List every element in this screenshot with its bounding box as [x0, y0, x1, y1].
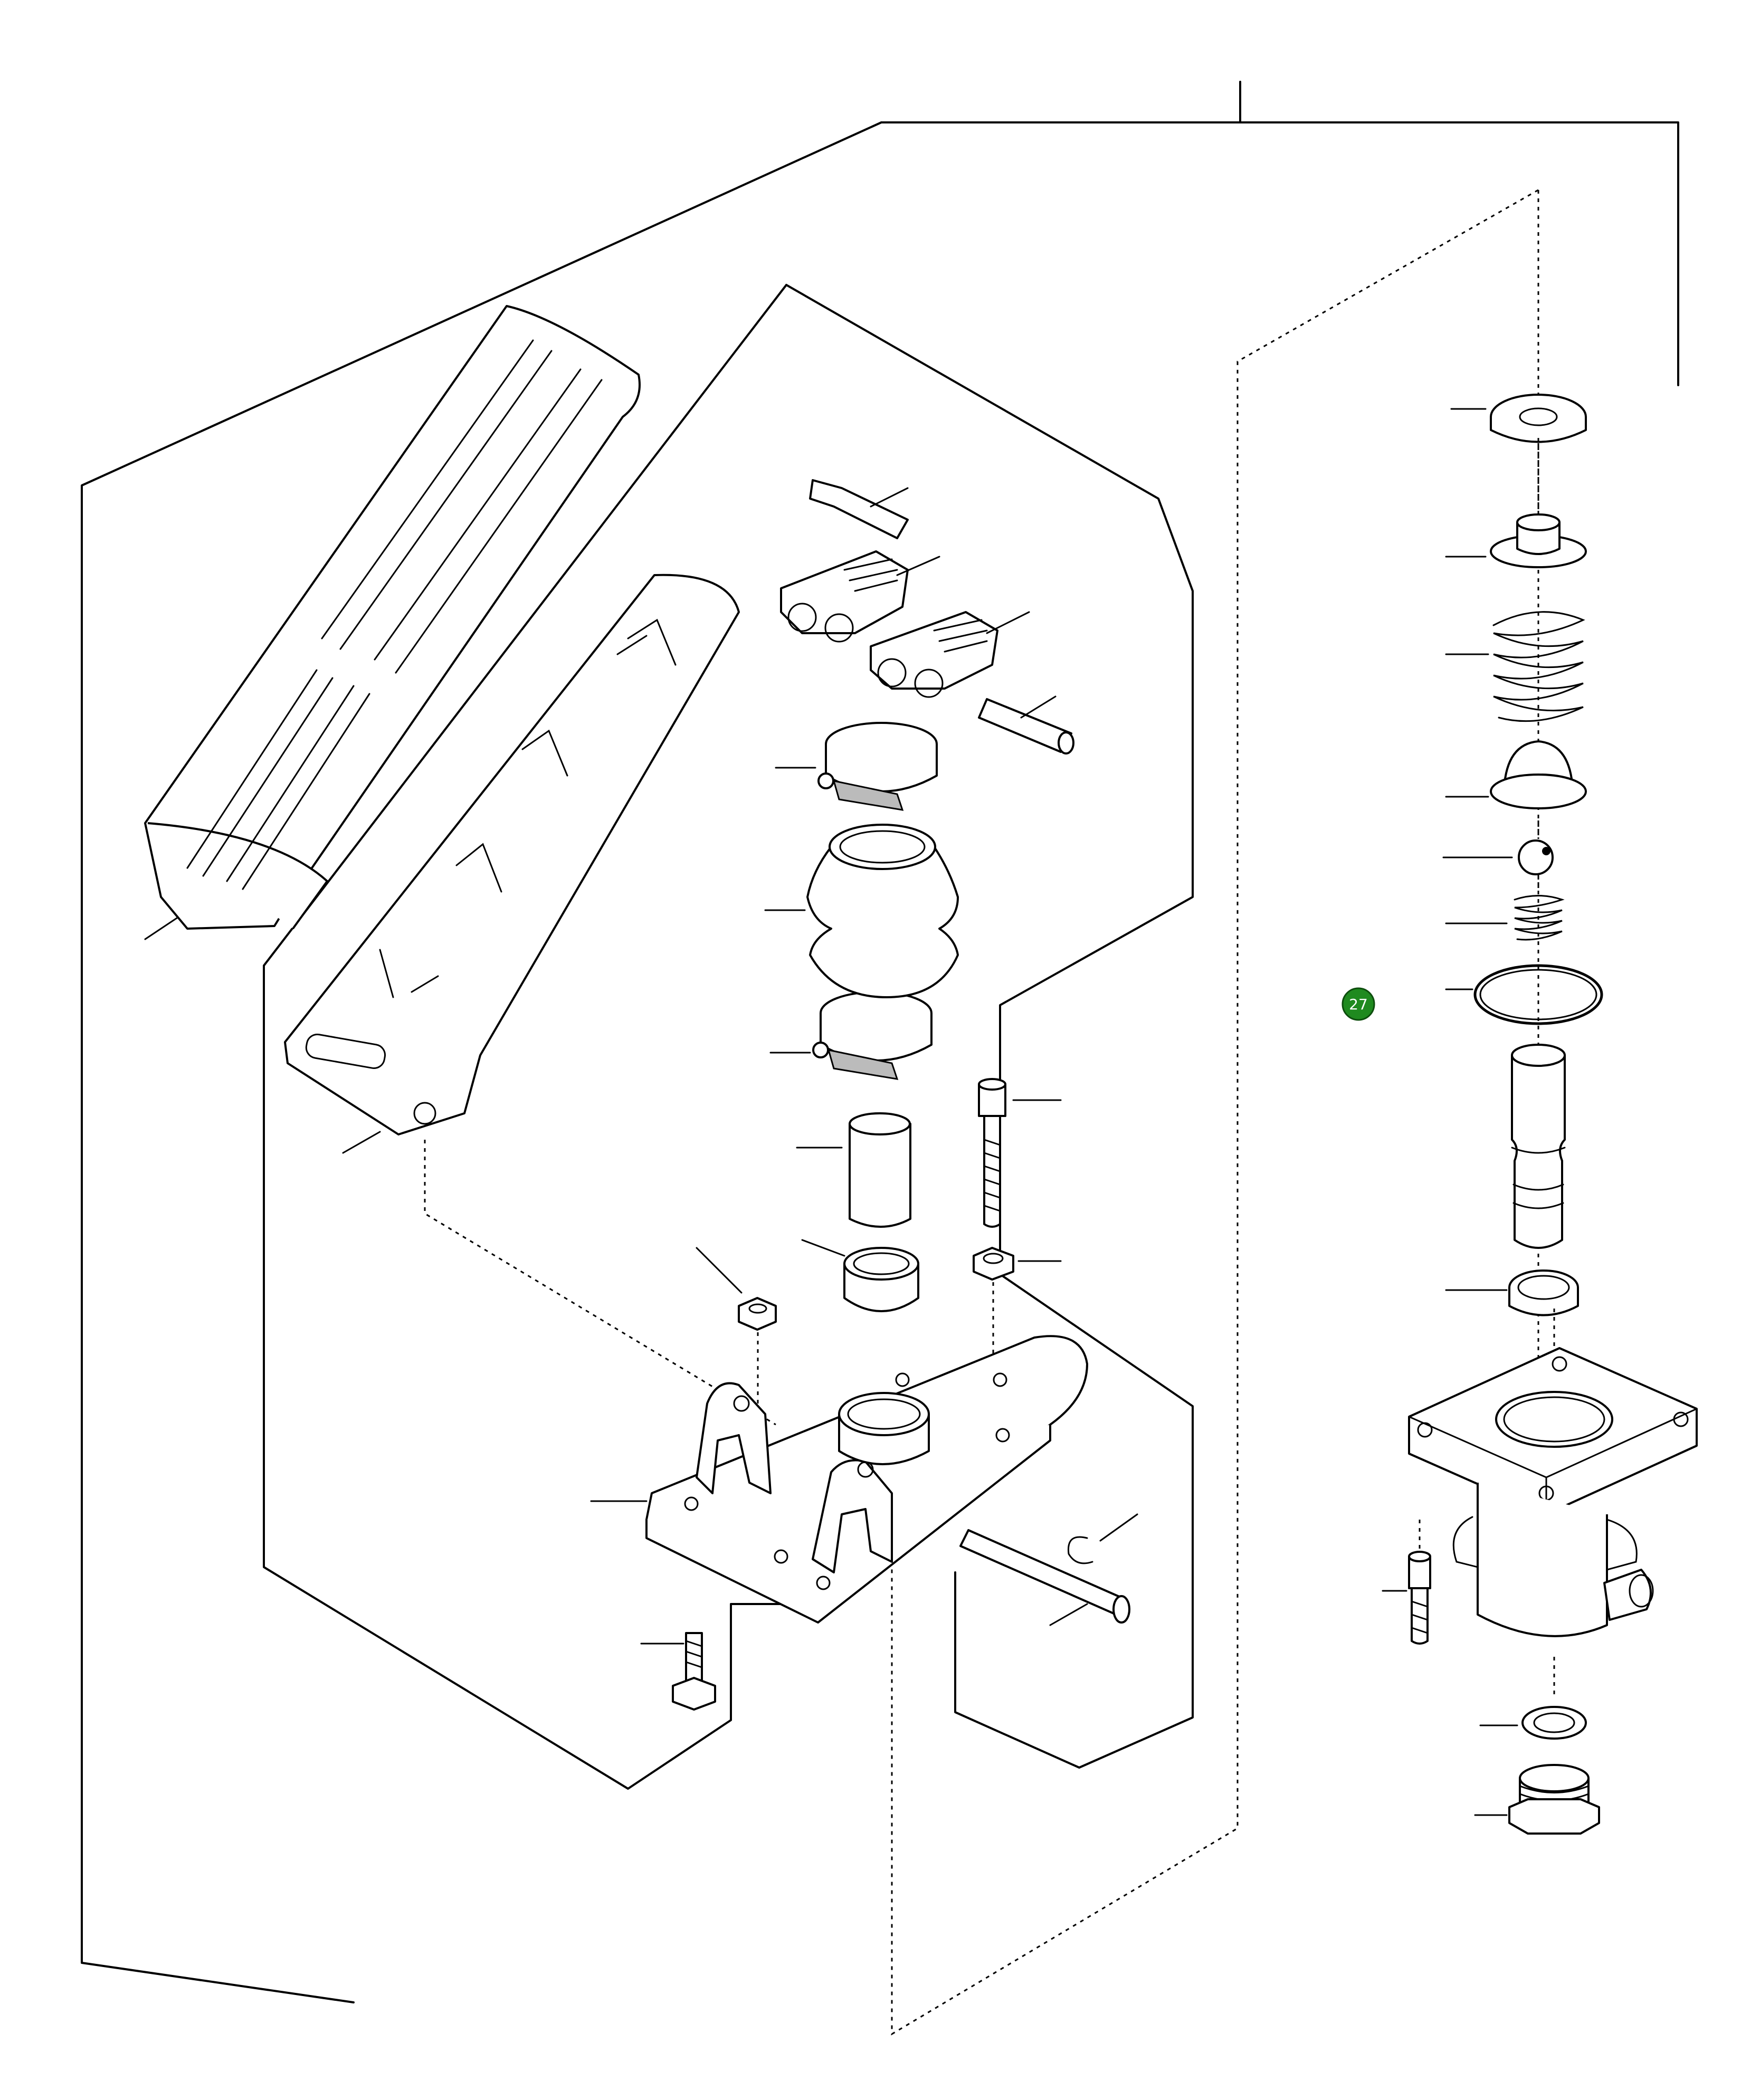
- callout-27-label: 27: [1349, 996, 1368, 1013]
- retaining-clip[interactable]: [1067, 1513, 1138, 1564]
- hinge-pin[interactable]: [959, 1529, 1130, 1626]
- fork-right[interactable]: [870, 611, 1030, 698]
- rubber-boot[interactable]: [764, 824, 959, 998]
- outline-middle-lower: [263, 284, 832, 1790]
- housing-screw[interactable]: [1382, 1520, 1431, 1645]
- small-spring[interactable]: [1445, 895, 1565, 941]
- washer[interactable]: [1479, 1706, 1587, 1740]
- o-ring[interactable]: [1445, 964, 1603, 1025]
- clip[interactable]: [809, 479, 909, 539]
- pivot-pin[interactable]: [978, 695, 1074, 755]
- valve-piston[interactable]: [1511, 1044, 1566, 1249]
- ball[interactable]: [1442, 839, 1554, 875]
- arm-chevrons: [305, 618, 677, 1070]
- accelerator-pedal-pad[interactable]: [144, 305, 641, 940]
- valve-cap[interactable]: [1445, 740, 1587, 809]
- pedal-arm[interactable]: [284, 574, 776, 1426]
- pad-leader: [144, 917, 178, 940]
- arm-leader: [342, 1131, 381, 1154]
- bushing[interactable]: [801, 1239, 919, 1312]
- mounting-plate[interactable]: [590, 1335, 1088, 1624]
- seal-cap[interactable]: [1450, 394, 1587, 443]
- hose-clamp-upper[interactable]: [775, 722, 938, 811]
- outline-left-group: [81, 121, 882, 2003]
- spring-seat[interactable]: [1445, 513, 1587, 568]
- outline-right-group: [891, 189, 1539, 2036]
- guide-ring[interactable]: [1445, 1269, 1579, 1446]
- callout-27-circle: [1342, 987, 1375, 1021]
- plug[interactable]: [1474, 1764, 1600, 1835]
- hose-clamp-lower[interactable]: [769, 991, 933, 1080]
- pad-ribs: [186, 339, 603, 890]
- top-bracket-line: [880, 81, 1679, 386]
- valve-housing[interactable]: [1408, 1347, 1698, 1699]
- hex-bolt[interactable]: [640, 1632, 716, 1711]
- callout-27[interactable]: 27: [1342, 987, 1375, 1021]
- socket-screw[interactable]: [978, 1078, 1062, 1228]
- arm-to-plate-dash: [424, 1140, 776, 1426]
- main-spring[interactable]: [1445, 611, 1585, 722]
- push-rod[interactable]: [796, 1112, 911, 1228]
- fork-left[interactable]: [780, 550, 940, 643]
